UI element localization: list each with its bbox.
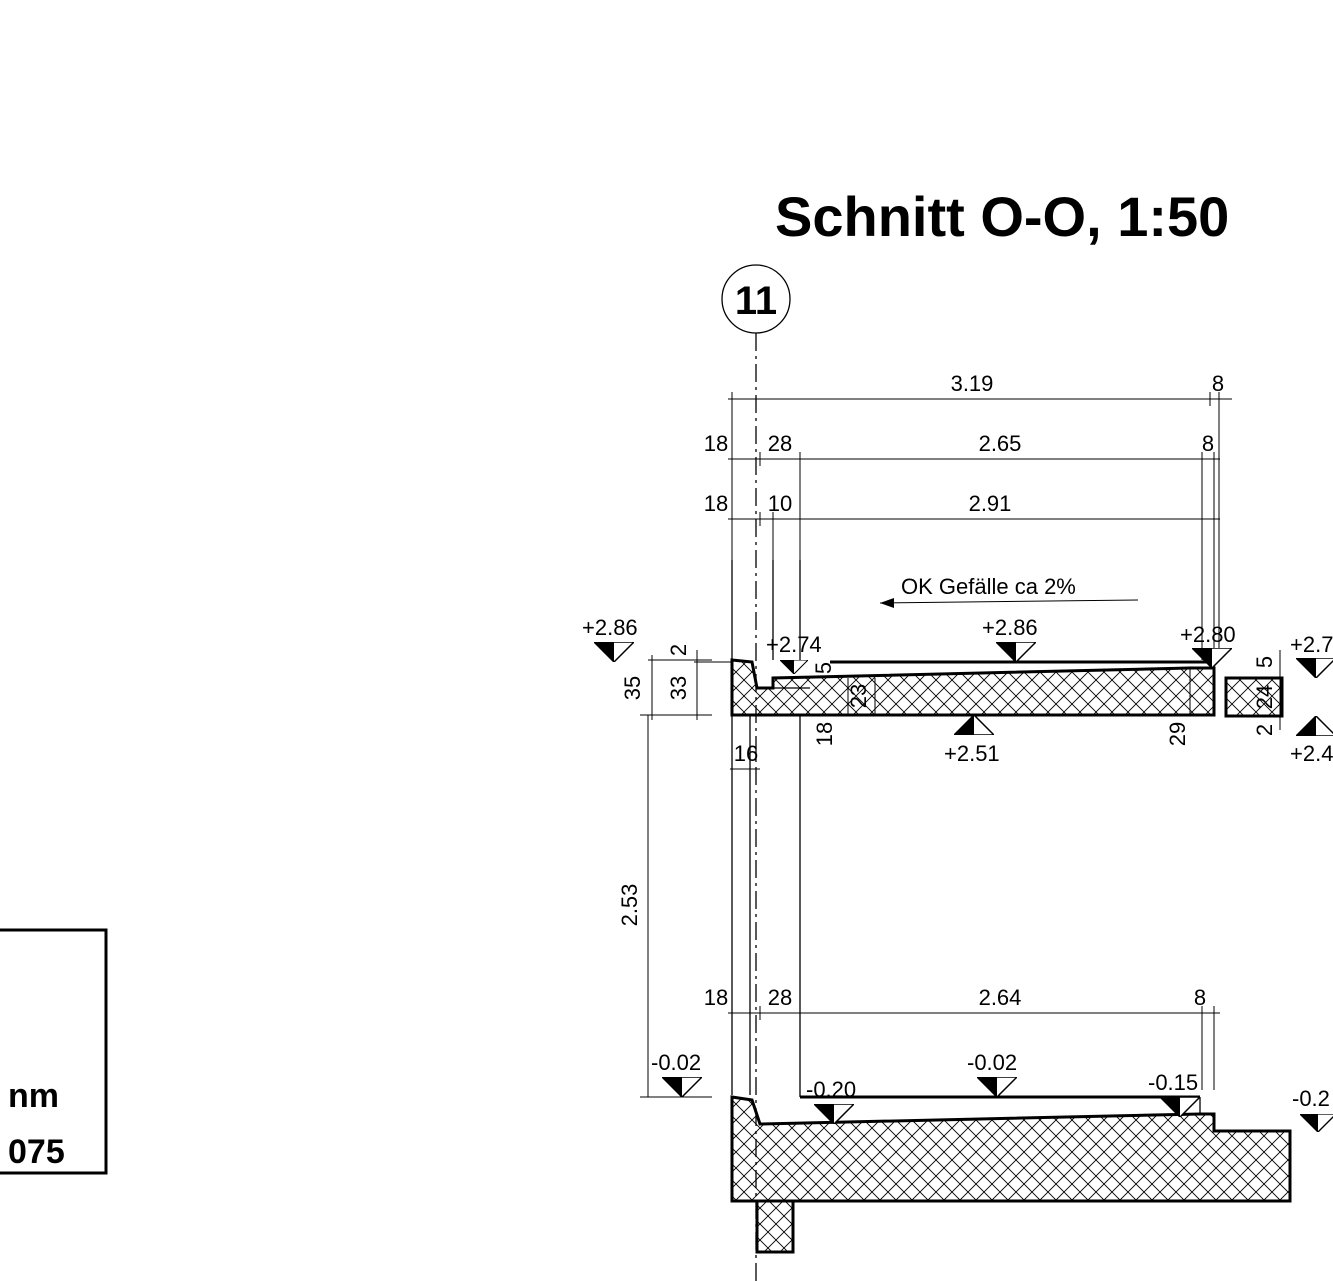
level-marker bbox=[1300, 1114, 1333, 1132]
dim-slab-23: 23 bbox=[846, 684, 871, 708]
dim-row2-mid: 28 bbox=[768, 431, 792, 456]
level-left-top: +2.86 bbox=[582, 615, 638, 640]
dimension-chains-top: 3.19 8 18 28 2.65 8 18 10 2.91 bbox=[704, 371, 1232, 660]
ground-slab bbox=[730, 1095, 1292, 1254]
axis-label: 11 bbox=[735, 279, 777, 323]
level-marker bbox=[954, 715, 994, 735]
dim-slab-18: 18 bbox=[812, 722, 837, 746]
dim-right-5: 5 bbox=[1252, 656, 1277, 668]
level-far-right-bottom: +2.4 bbox=[1290, 741, 1333, 766]
level-slab-soffit: +2.51 bbox=[944, 741, 1000, 766]
level-far-right-ground: -0.2 bbox=[1292, 1086, 1330, 1111]
dim-row3-left: 18 bbox=[704, 491, 728, 516]
stamp-line1: nm bbox=[8, 1077, 59, 1115]
level-markers: +2.86 +2.74 +2.86 +2.80 +2.7 +2.51 +2.4 … bbox=[582, 615, 1333, 1132]
dim-row3-width: 2.91 bbox=[969, 491, 1012, 516]
dim-wall-16: 16 bbox=[734, 741, 758, 766]
dim-slab-35: 35 bbox=[620, 676, 645, 700]
level-floor-right: -0.15 bbox=[1148, 1070, 1198, 1095]
storey-height: 2.53 bbox=[617, 715, 712, 1098]
dim-row2-left: 18 bbox=[704, 431, 728, 456]
slab-dimensions-left: 35 33 2 5 23 18 29 5 24 2 bbox=[620, 644, 1281, 746]
level-marker bbox=[662, 1077, 702, 1097]
level-inner-top: +2.74 bbox=[766, 632, 822, 657]
dim-row2-width: 2.65 bbox=[979, 431, 1022, 456]
dim-slab-29: 29 bbox=[1165, 722, 1190, 746]
drawing-title: Schnitt O-O, 1:50 bbox=[775, 185, 1229, 248]
stamp-box: nm 075 bbox=[0, 928, 108, 1175]
slope-note: OK Gefälle ca 2% bbox=[879, 574, 1139, 608]
dim-height-253: 2.53 bbox=[617, 884, 642, 927]
dim-bottom-left: 18 bbox=[704, 985, 728, 1010]
level-marker bbox=[780, 660, 808, 674]
dim-slab-33: 33 bbox=[666, 676, 691, 700]
dim-right-2: 2 bbox=[1252, 724, 1277, 736]
dim-total-width: 3.19 bbox=[951, 371, 994, 396]
dim-slab-2: 2 bbox=[666, 644, 691, 656]
dim-right-8-top: 8 bbox=[1212, 371, 1224, 396]
level-floor-mid: -0.02 bbox=[967, 1050, 1017, 1075]
level-marker bbox=[977, 1077, 1017, 1097]
dim-bottom-mid: 28 bbox=[768, 985, 792, 1010]
dim-step-5: 5 bbox=[811, 662, 836, 674]
level-left-ground: -0.02 bbox=[651, 1050, 701, 1075]
level-marker bbox=[594, 642, 634, 662]
level-far-right-top: +2.7 bbox=[1290, 632, 1333, 657]
level-floor-left: -0.20 bbox=[806, 1077, 856, 1102]
stamp-line2: 075 bbox=[8, 1133, 65, 1171]
walls: 16 bbox=[730, 560, 801, 1097]
dim-bottom-width: 2.64 bbox=[979, 985, 1022, 1010]
dim-row2-right: 8 bbox=[1202, 431, 1214, 456]
dim-right-24: 24 bbox=[1252, 685, 1277, 709]
level-marker bbox=[1296, 716, 1333, 736]
dim-bottom-right: 8 bbox=[1194, 985, 1206, 1010]
level-marker bbox=[1296, 658, 1333, 678]
level-marker bbox=[996, 642, 1036, 662]
dim-row3-mid: 10 bbox=[768, 491, 792, 516]
level-right-top: +2.80 bbox=[1180, 622, 1236, 647]
dimension-chain-bottom: 18 28 2.64 8 bbox=[704, 985, 1220, 1090]
level-middle-top: +2.86 bbox=[982, 615, 1038, 640]
slope-note-text: OK Gefälle ca 2% bbox=[901, 574, 1076, 599]
level-marker bbox=[1192, 648, 1232, 668]
